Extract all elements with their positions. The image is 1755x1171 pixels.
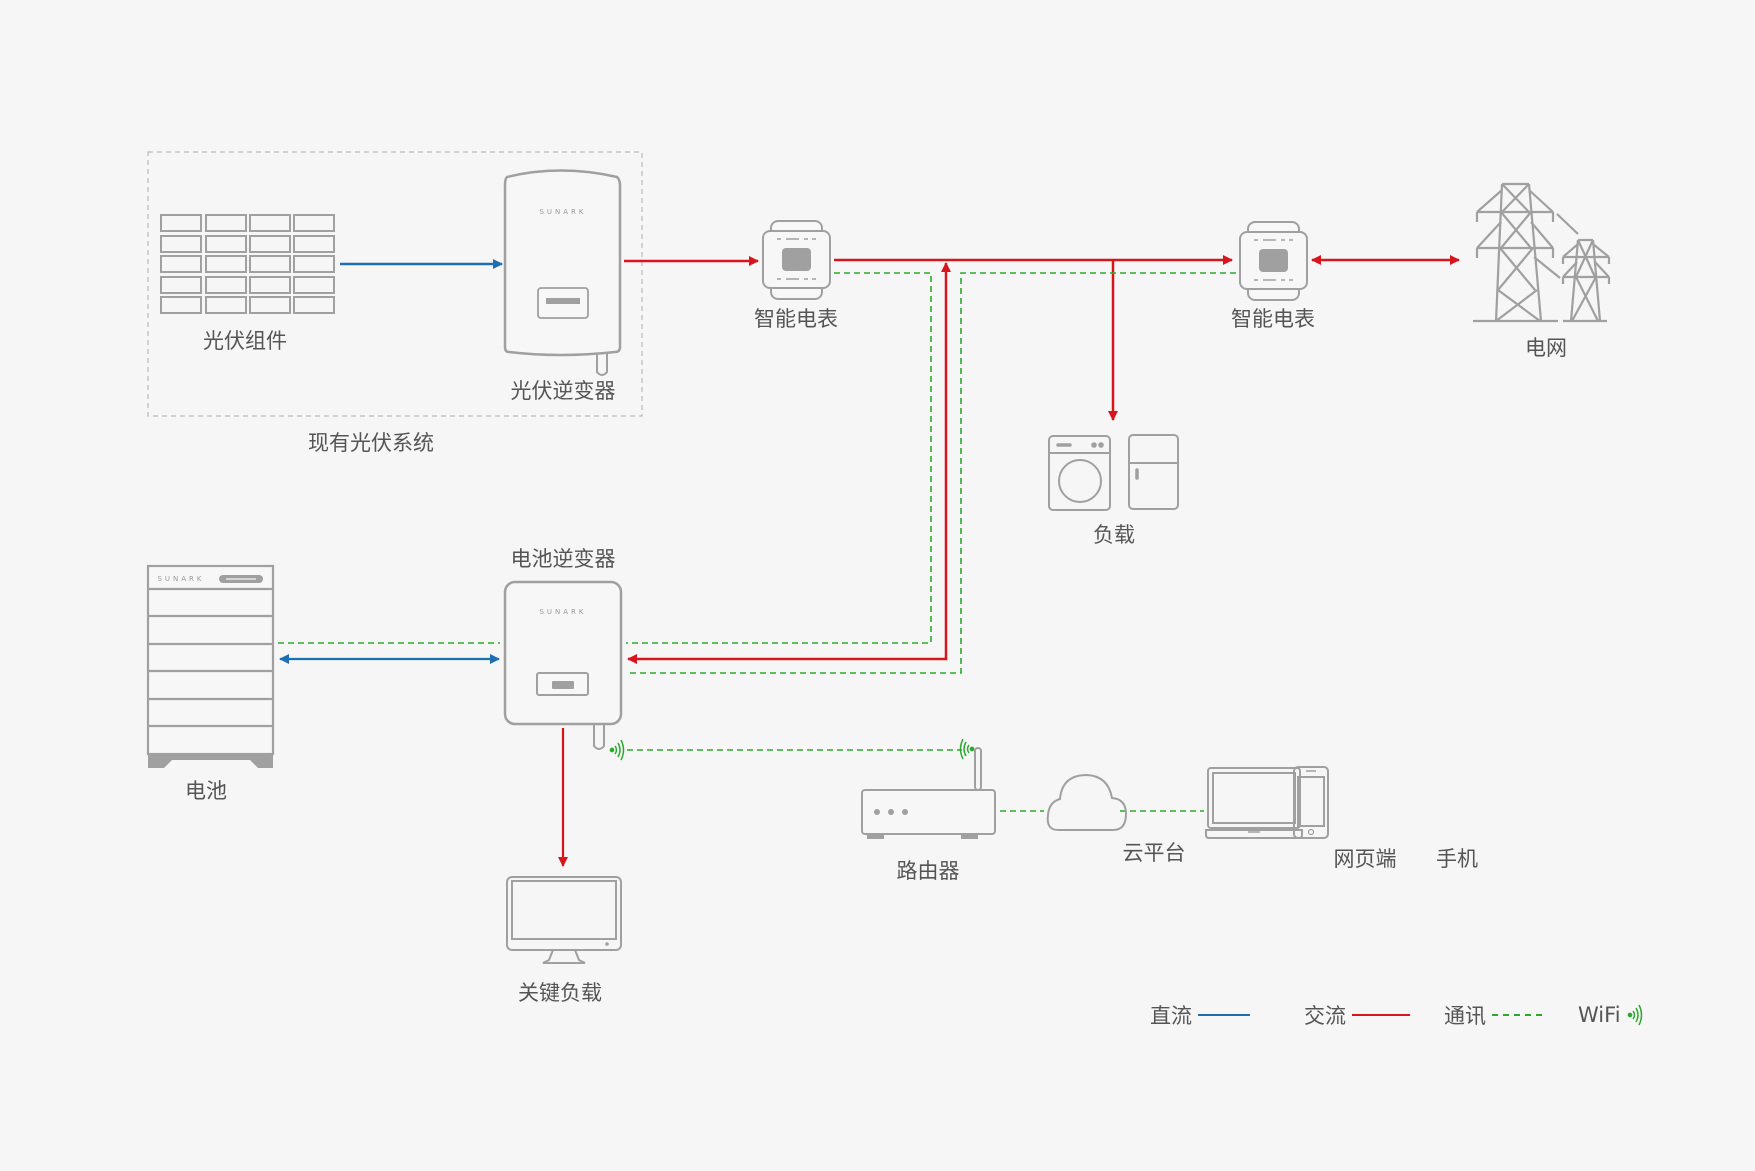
router-icon — [861, 747, 996, 839]
solar-cell — [205, 296, 247, 314]
wifi-icon — [1627, 1004, 1642, 1026]
web-label: 网页端 — [1333, 847, 1397, 871]
legend-ac-swatch — [1352, 1014, 1410, 1016]
wifi-icon-battery-inverter — [609, 739, 625, 761]
washing-machine-icon — [1048, 435, 1111, 511]
solar-cell — [293, 235, 335, 253]
refrigerator-icon — [1128, 434, 1179, 510]
pv-inverter-icon — [503, 169, 622, 376]
cloud-icon — [1046, 773, 1128, 831]
grid-label: 电网 — [1525, 336, 1567, 360]
phone-label: 手机 — [1436, 847, 1478, 871]
battery-inverter-icon — [503, 580, 623, 750]
battery-stack-icon — [146, 564, 275, 768]
solar-cell — [160, 235, 202, 253]
solar-cell — [293, 296, 335, 314]
power-tower-icon — [1473, 182, 1611, 323]
solar-cell — [249, 214, 291, 232]
router-label: 路由器 — [896, 859, 960, 883]
solar-cell — [160, 255, 202, 273]
legend-item-dc: 直流 — [1150, 1000, 1250, 1030]
comm-line-meter1-to-battery-inverter — [626, 272, 932, 644]
solar-cell — [160, 214, 202, 232]
legend-dc-swatch — [1198, 1014, 1250, 1016]
solar-cell — [293, 214, 335, 232]
existing-pv-system-label: 现有光伏系统 — [308, 431, 434, 455]
ac-line-bus-to-battery-inverter — [627, 262, 951, 664]
battery-inverter-label: 电池逆变器 — [510, 547, 616, 571]
phone-icon — [1293, 766, 1329, 839]
legend-item-comm: 通讯 — [1444, 1000, 1542, 1030]
legend-ac-label: 交流 — [1304, 1004, 1346, 1028]
legend-item-ac: 交流 — [1304, 1000, 1410, 1030]
cloud-label: 云平台 — [1122, 841, 1186, 865]
critical-load-label: 关键负载 — [518, 981, 602, 1005]
solar-cell — [205, 255, 247, 273]
legend-wifi-label: WiFi — [1578, 1003, 1621, 1027]
pv-modules-label: 光伏组件 — [203, 329, 287, 353]
legend-comm-label: 通讯 — [1444, 1004, 1486, 1028]
smart-meter-2-label: 智能电表 — [1231, 307, 1315, 331]
solar-cell — [249, 296, 291, 314]
laptop-icon — [1205, 767, 1303, 839]
solar-panel-icon — [160, 214, 335, 314]
solar-cell — [205, 276, 247, 294]
monitor-icon — [506, 876, 622, 964]
smart-meter-1-icon — [762, 220, 831, 300]
smart-meter-2-icon — [1239, 221, 1308, 301]
load-label: 负载 — [1093, 523, 1135, 547]
wifi-icon-router — [959, 738, 975, 760]
solar-cell — [293, 276, 335, 294]
solar-cell — [160, 276, 202, 294]
legend-dc-label: 直流 — [1150, 1004, 1192, 1028]
legend-comm-swatch — [1492, 1014, 1542, 1016]
legend: 直流 交流 通讯 WiFi — [1150, 1000, 1677, 1030]
solar-cell — [249, 255, 291, 273]
pv-inverter-brand: SUNARK — [539, 208, 586, 216]
battery-label: 电池 — [185, 779, 227, 803]
solar-cell — [249, 276, 291, 294]
battery-brand: SUNARK — [157, 575, 204, 583]
solar-cell — [205, 235, 247, 253]
pv-inverter-label: 光伏逆变器 — [510, 379, 616, 403]
battery-inverter-brand: SUNARK — [539, 608, 586, 616]
solar-cell — [293, 255, 335, 273]
smart-meter-1-label: 智能电表 — [754, 307, 838, 331]
legend-item-wifi: WiFi — [1578, 1003, 1643, 1027]
solar-cell — [160, 296, 202, 314]
solar-cell — [205, 214, 247, 232]
solar-cell — [249, 235, 291, 253]
comm-line-meter2-to-battery-inverter — [626, 272, 1236, 674]
